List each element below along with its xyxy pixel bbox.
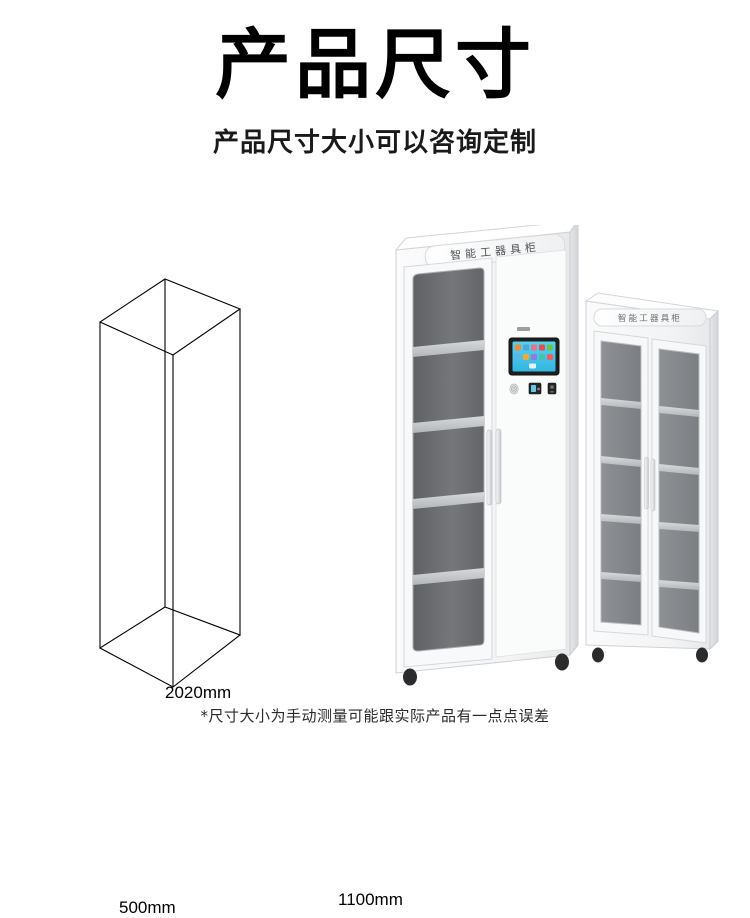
- front-cabinet-control-door[interactable]: [495, 249, 567, 658]
- rear-cabinet-door-right[interactable]: [651, 338, 707, 644]
- front-shelf-4: [413, 568, 484, 585]
- rear-cabinet-side-panel: [709, 309, 719, 651]
- card-reader-module[interactable]: [528, 382, 542, 395]
- rear-caster-right: [696, 647, 708, 663]
- rear-cabinet-handle-right[interactable]: [650, 458, 656, 512]
- rear-right-shelf-1: [659, 406, 699, 417]
- touchscreen-app-icons[interactable]: [515, 344, 553, 369]
- wireframe-box-svg: [98, 278, 242, 688]
- rear-door-left-glass: [600, 340, 642, 626]
- box-top-face: [98, 278, 242, 356]
- rear-cabinet-banner-text: 智能工器具柜: [618, 313, 682, 324]
- indicator-strip: [517, 327, 530, 331]
- rear-left-shelf-3: [601, 514, 641, 524]
- front-cabinet-handle-left[interactable]: [486, 429, 493, 506]
- fingerprint-reader-icon[interactable]: [509, 383, 519, 395]
- control-panel-touchscreen[interactable]: [508, 337, 560, 376]
- front-cabinet-handle-right[interactable]: [495, 428, 502, 505]
- front-caster-right: [555, 653, 569, 671]
- rear-left-shelf-4: [601, 572, 641, 582]
- front-caster-left: [403, 668, 417, 686]
- measurement-disclaimer: *尺寸大小为手动测量可能跟实际产品有一点点误差: [200, 707, 550, 725]
- dimension-wireframe-diagram: 2020mm 500mm 1100mm: [95, 235, 403, 917]
- rear-door-right-glass: [658, 348, 700, 634]
- rear-caster-left: [592, 647, 604, 663]
- cabinet-svg: 智能工器具柜: [394, 225, 720, 686]
- rear-right-shelf-2: [659, 464, 699, 475]
- control-panel-modules[interactable]: [509, 382, 557, 395]
- rear-cabinet-handle-left[interactable]: [644, 456, 649, 510]
- front-cabinet-side-panel: [569, 225, 579, 657]
- rear-cabinet-door-left[interactable]: [593, 330, 649, 636]
- page-title: 产品尺寸: [215, 20, 535, 109]
- wireframe-box-edges: [98, 278, 242, 688]
- page-subtitle: 产品尺寸大小可以咨询定制: [212, 128, 537, 159]
- front-shelf-3: [413, 492, 484, 509]
- sensor-module[interactable]: [547, 382, 557, 395]
- box-bottom-back-edges: [99, 606, 241, 649]
- dimension-label-width: 1100mm: [338, 890, 403, 909]
- rear-left-shelf-2: [601, 456, 641, 467]
- rear-left-shelf-1: [601, 398, 641, 409]
- dimension-label-depth: 500mm: [119, 898, 176, 917]
- rear-cabinet-banner-plate: [593, 308, 707, 327]
- rear-cabinet: 智能工器具柜: [584, 292, 720, 663]
- rear-right-shelf-4: [659, 580, 699, 590]
- front-cabinet-glass-door[interactable]: [403, 257, 493, 668]
- front-cabinet: 智能工器具柜: [394, 225, 579, 686]
- dimension-label-height: 2020mm: [165, 683, 232, 702]
- header: 产品尺寸 产品尺寸大小可以咨询定制: [0, 0, 750, 159]
- control-door-panel: [495, 249, 567, 658]
- front-shelf-1: [413, 340, 484, 357]
- front-door-glass: [412, 267, 485, 652]
- front-shelf-2: [413, 416, 484, 433]
- box-bottom-front-edges: [99, 634, 241, 688]
- rear-right-shelf-3: [659, 522, 699, 532]
- product-cabinet-illustration: 智能工器具柜: [380, 225, 730, 690]
